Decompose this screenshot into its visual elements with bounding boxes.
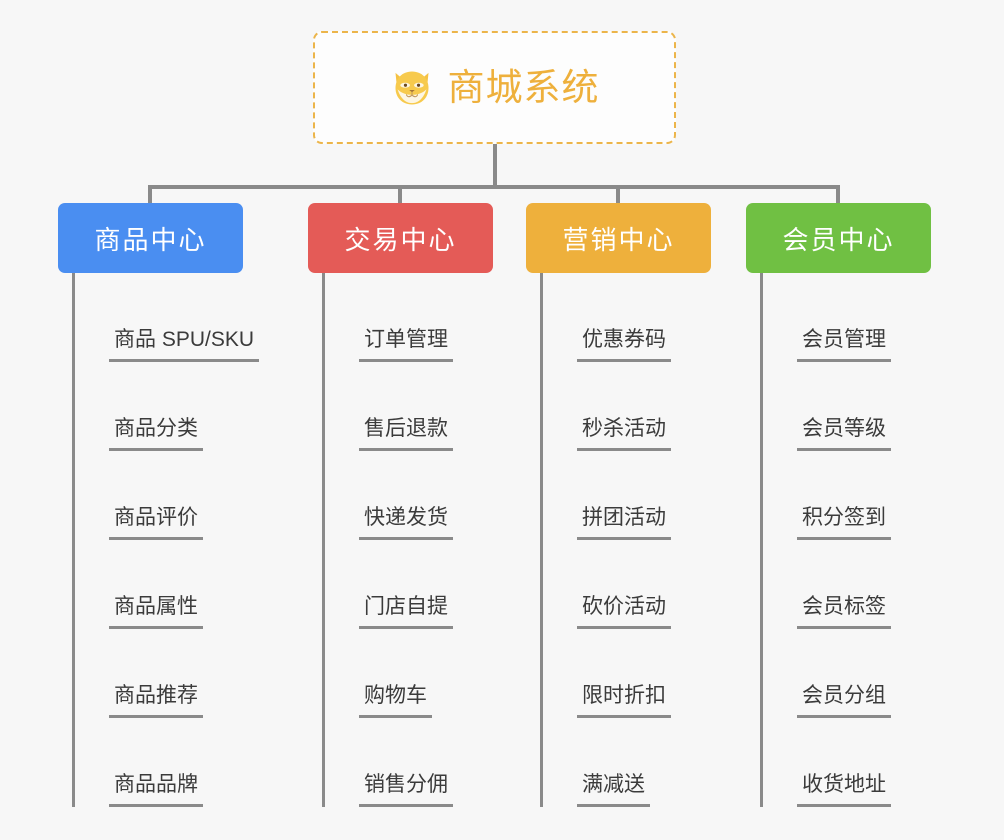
item-label: 拼团活动 [577,506,671,540]
connector-root-stem [493,144,497,189]
item-label: 商品 SPU/SKU [109,328,260,362]
item-label: 商品品牌 [109,773,203,807]
category-column-member: 会员中心 会员管理 会员等级 积分签到 会员标签 会员分组 收货地址 [746,203,931,807]
list-item[interactable]: 购物车 [325,629,493,718]
item-label: 商品推荐 [109,684,203,718]
item-label: 商品属性 [109,595,203,629]
category-header-label: 商品中心 [94,224,207,255]
list-item[interactable]: 快递发货 [325,451,493,540]
category-items-member: 会员管理 会员等级 积分签到 会员标签 会员分组 收货地址 [760,273,931,807]
item-label: 积分签到 [797,506,891,540]
connector-drop-3 [616,185,620,205]
item-label: 订单管理 [359,328,453,362]
connector-drop-4 [836,185,840,205]
list-item[interactable]: 商品品牌 [75,718,259,807]
category-items-marketing: 优惠券码 秒杀活动 拼团活动 砍价活动 限时折扣 满减送 [540,273,711,807]
connector-drop-2 [398,185,402,205]
item-label: 会员分组 [797,684,891,718]
list-item[interactable]: 限时折扣 [543,629,711,718]
item-label: 商品分类 [109,417,203,451]
connector-horizontal-bus [150,185,840,189]
list-item[interactable]: 满减送 [543,718,711,807]
item-label: 门店自提 [359,595,453,629]
list-item[interactable]: 会员等级 [763,362,931,451]
list-item[interactable]: 收货地址 [763,718,931,807]
item-label: 商品评价 [109,506,203,540]
category-header-member[interactable]: 会员中心 [746,203,931,273]
list-item[interactable]: 商品分类 [75,362,259,451]
category-header-trade[interactable]: 交易中心 [308,203,493,273]
item-label: 限时折扣 [577,684,671,718]
list-item[interactable]: 商品推荐 [75,629,259,718]
category-header-label: 交易中心 [344,224,457,255]
list-item[interactable]: 会员管理 [763,273,931,362]
category-items-trade: 订单管理 售后退款 快递发货 门店自提 购物车 销售分佣 [322,273,493,807]
item-label: 销售分佣 [359,773,453,807]
list-item[interactable]: 秒杀活动 [543,362,711,451]
root-title: 商城系统 [447,67,600,108]
item-label: 优惠券码 [577,328,671,362]
shiba-dog-icon [390,66,434,110]
item-label: 秒杀活动 [577,417,671,451]
list-item[interactable]: 会员分组 [763,629,931,718]
root-node[interactable]: 商城系统 [313,31,676,144]
list-item[interactable]: 拼团活动 [543,451,711,540]
list-item[interactable]: 销售分佣 [325,718,493,807]
list-item[interactable]: 商品 SPU/SKU [75,273,260,362]
list-item[interactable]: 砍价活动 [543,540,711,629]
list-item[interactable]: 会员标签 [763,540,931,629]
category-column-marketing: 营销中心 优惠券码 秒杀活动 拼团活动 砍价活动 限时折扣 满减送 [526,203,711,807]
list-item[interactable]: 商品属性 [75,540,259,629]
list-item[interactable]: 优惠券码 [543,273,711,362]
item-label: 会员标签 [797,595,891,629]
category-header-label: 营销中心 [562,224,675,255]
list-item[interactable]: 积分签到 [763,451,931,540]
category-header-marketing[interactable]: 营销中心 [526,203,711,273]
list-item[interactable]: 商品评价 [75,451,259,540]
list-item[interactable]: 门店自提 [325,540,493,629]
item-label: 会员等级 [797,417,891,451]
item-label: 售后退款 [359,417,453,451]
list-item[interactable]: 售后退款 [325,362,493,451]
list-item[interactable]: 订单管理 [325,273,493,362]
item-label: 满减送 [577,773,650,807]
category-items-product: 商品 SPU/SKU 商品分类 商品评价 商品属性 商品推荐 商品品牌 [72,273,260,807]
item-label: 购物车 [359,684,432,718]
item-label: 快递发货 [359,506,453,540]
category-header-product[interactable]: 商品中心 [58,203,243,273]
category-header-label: 会员中心 [782,224,895,255]
item-label: 会员管理 [797,328,891,362]
connector-drop-1 [148,185,152,205]
category-column-trade: 交易中心 订单管理 售后退款 快递发货 门店自提 购物车 销售分佣 [308,203,493,807]
category-column-product: 商品中心 商品 SPU/SKU 商品分类 商品评价 商品属性 商品推荐 商品品牌 [58,203,260,807]
item-label: 收货地址 [797,773,891,807]
item-label: 砍价活动 [577,595,671,629]
